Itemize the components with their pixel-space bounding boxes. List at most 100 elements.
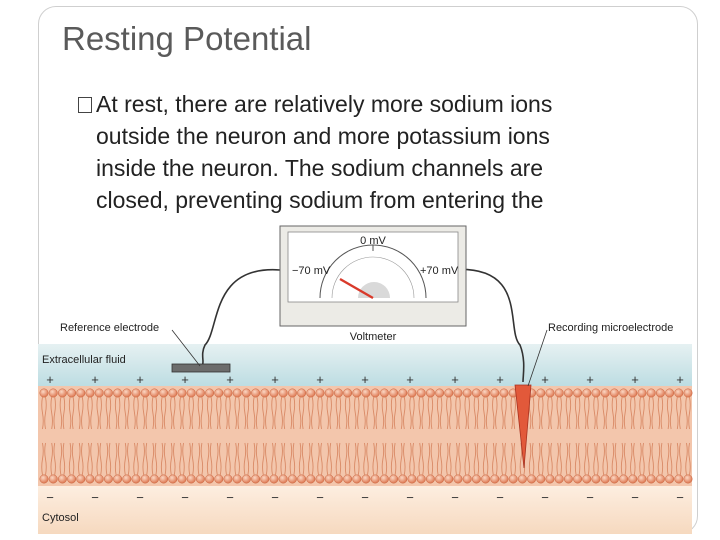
negative-charge: − <box>406 490 414 505</box>
positive-charge: + <box>361 372 369 387</box>
lipid-head <box>628 388 638 398</box>
lipid-tail <box>225 396 231 430</box>
lipid-tail <box>335 442 342 476</box>
positive-charge: + <box>181 372 189 387</box>
lipid-tail <box>381 396 388 430</box>
lipid-head <box>122 474 132 484</box>
lipid-head <box>582 474 592 484</box>
lipid-tail <box>280 396 286 430</box>
lipid-head <box>637 388 647 398</box>
lipid-head <box>278 474 288 484</box>
lipid-head <box>287 388 297 398</box>
lipid-head <box>600 388 610 398</box>
lipid-tail <box>666 396 673 430</box>
lipid-tail <box>354 442 360 476</box>
lipid-head <box>223 474 233 484</box>
lipid-head <box>324 474 334 484</box>
lipid-tail <box>160 442 167 476</box>
lipid-head <box>444 388 454 398</box>
lipid-tail <box>455 396 461 430</box>
lipid-head <box>361 474 371 484</box>
lipid-tail <box>492 442 498 476</box>
lipid-tail <box>390 396 397 430</box>
lipid-tail <box>87 442 93 476</box>
lipid-tail <box>584 442 590 476</box>
lipid-head <box>269 474 279 484</box>
lipid-head <box>177 388 187 398</box>
lipid-tail <box>216 442 222 476</box>
lipid-head <box>48 388 58 398</box>
lipid-tail <box>593 396 599 430</box>
lipid-head <box>67 474 77 484</box>
lipid-head <box>527 474 537 484</box>
lipid-tail <box>151 442 158 476</box>
voltmeter-zero-label: 0 mV <box>360 235 386 247</box>
lipid-head <box>499 388 509 398</box>
extracellular-fluid-label: Extracellular fluid <box>42 354 126 366</box>
positive-charge: + <box>586 372 594 387</box>
negative-charge: − <box>676 490 684 505</box>
lipid-head <box>48 474 58 484</box>
lipid-head <box>251 388 261 398</box>
lipid-tail <box>50 396 56 430</box>
lipid-head <box>168 388 178 398</box>
lipid-tail <box>574 442 581 476</box>
lipid-tail <box>685 396 691 430</box>
lipid-head <box>205 388 215 398</box>
lipid-tail <box>197 396 204 430</box>
lipid-tail <box>289 442 296 476</box>
lipid-tail <box>556 442 562 476</box>
lipid-tail <box>409 396 415 430</box>
lipid-head <box>287 474 297 484</box>
lipid-tail <box>418 396 424 430</box>
voltmeter-right-label: +70 mV <box>420 265 459 277</box>
lipid-tail <box>547 396 553 430</box>
bullet-line-3: inside the neuron. The sodium channels a… <box>96 155 544 181</box>
lipid-tail <box>363 442 369 476</box>
lipid-tail <box>344 396 351 430</box>
lipid-tail <box>510 396 516 430</box>
lipid-head <box>389 474 399 484</box>
recording-microelectrode <box>514 384 532 469</box>
lipid-tail <box>620 442 627 476</box>
negative-charge: − <box>631 490 639 505</box>
lipid-tail <box>262 442 268 476</box>
lipid-head <box>177 474 187 484</box>
lipid-tail <box>344 442 351 476</box>
positive-charge: + <box>226 372 234 387</box>
lipid-tail <box>114 396 121 430</box>
lipid-tail <box>105 442 112 476</box>
voltmeter-needle <box>339 277 374 300</box>
lipid-tail <box>547 442 553 476</box>
lipid-head <box>278 388 288 398</box>
lipid-head <box>490 388 500 398</box>
lipid-tail <box>611 442 618 476</box>
bullet-line-4: closed, preventing sodium from entering … <box>96 187 544 213</box>
lipid-head <box>205 474 215 484</box>
lipid-head <box>232 474 242 484</box>
negative-charge: − <box>541 490 549 505</box>
positive-charge: + <box>91 372 99 387</box>
lipid-tail <box>574 396 581 430</box>
lipid-tail <box>492 396 498 430</box>
cytosol-label: Cytosol <box>42 512 79 524</box>
recording-wire <box>447 268 525 383</box>
lipid-head <box>57 388 67 398</box>
lipid-tail <box>317 396 323 430</box>
negative-charge: − <box>451 490 459 505</box>
negative-charge: − <box>361 490 369 505</box>
lipid-head <box>462 474 472 484</box>
lipid-tail <box>538 442 544 476</box>
lipid-tail <box>317 442 323 476</box>
lipid-tail <box>160 396 167 430</box>
lipid-tail <box>363 396 369 430</box>
lipid-head <box>573 474 583 484</box>
lipid-head <box>260 474 270 484</box>
lipid-tail <box>271 442 277 476</box>
lipid-head <box>407 474 417 484</box>
positive-charge: + <box>676 372 684 387</box>
lipid-tail <box>446 396 452 430</box>
lipid-tail <box>124 442 130 476</box>
lipid-tail <box>50 442 56 476</box>
lipid-head <box>343 388 353 398</box>
